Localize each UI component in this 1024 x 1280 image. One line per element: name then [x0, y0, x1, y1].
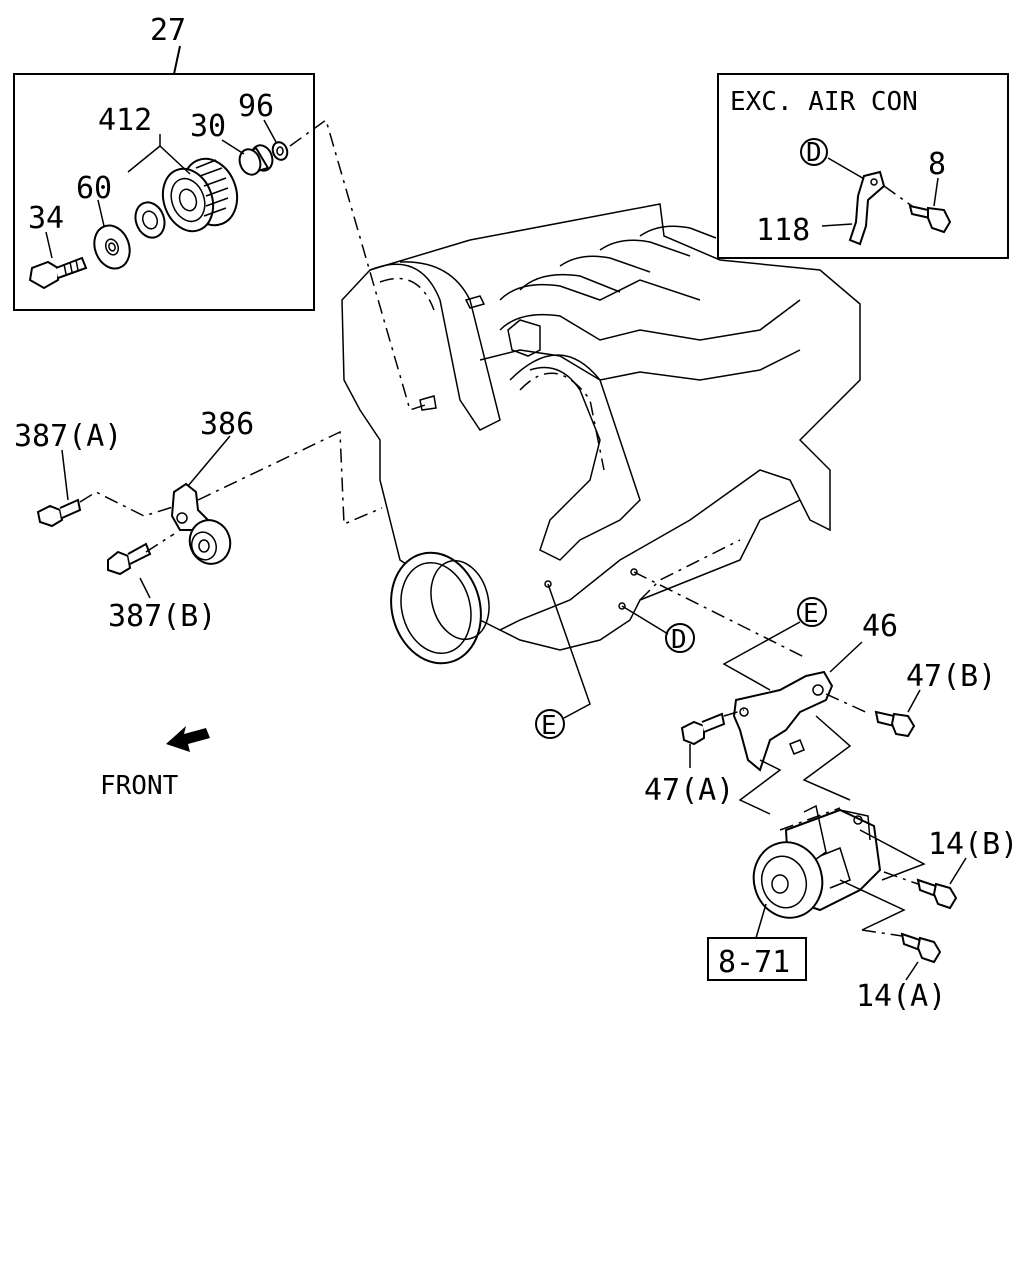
bolt-8-icon: [908, 204, 952, 234]
bolt-387a-icon: [36, 498, 82, 528]
pulley-assembly-inset: 27 34 60: [13, 13, 429, 411]
label-412: 412: [98, 103, 152, 138]
label-118: 118: [756, 213, 810, 248]
inset-frame-left: [13, 73, 315, 311]
ref-871-label: 8-71: [718, 945, 790, 980]
label-d-inset: D: [806, 138, 822, 168]
label-47b: 47(B): [906, 659, 996, 694]
compressor-bracket-group: E 46 47(B) 47(A): [633, 571, 996, 815]
front-arrow-icon: [166, 726, 210, 752]
inset-title: EXC. AIR CON: [730, 87, 918, 117]
label-14b: 14(B): [928, 827, 1018, 862]
inset-frame-right: [717, 73, 1009, 259]
idler-pulley-icon: [161, 157, 239, 233]
tensioner-386-group: 387(A) 386 387(B): [14, 407, 383, 634]
exc-air-con-inset: EXC. AIR CON D 118 8: [717, 73, 1009, 259]
ac-compressor-icon: [752, 804, 882, 919]
bracket-46-icon: [732, 670, 834, 772]
label-96: 96: [238, 89, 274, 124]
label-14a: 14(A): [856, 979, 946, 1014]
label-8: 8: [928, 147, 946, 182]
label-34: 34: [28, 201, 64, 236]
bearing-icon: [134, 201, 166, 239]
front-label: FRONT: [100, 771, 179, 801]
label-e-main: E: [541, 711, 557, 741]
label-47a: 47(A): [644, 773, 734, 808]
bracket-118-icon: [848, 170, 886, 246]
label-27: 27: [150, 13, 186, 48]
engine-block-drawing: [341, 203, 861, 665]
label-30: 30: [190, 109, 226, 144]
ref-871-frame: [707, 937, 807, 981]
washer-60-icon: [93, 224, 131, 270]
crank-pulley-icon: [390, 551, 490, 665]
bolt-34-icon: [28, 256, 88, 290]
bolt-14a-icon: [900, 932, 942, 964]
ac-compressor-group: 14(B) 14(A) 8-71: [707, 804, 1018, 1014]
bolt-14b-icon: [916, 878, 958, 910]
bolt-47b-icon: [874, 710, 916, 738]
label-d-main: D: [671, 625, 687, 655]
bolt-387b-icon: [107, 542, 152, 576]
label-387b: 387(B): [108, 599, 216, 634]
label-387a: 387(A): [14, 419, 122, 454]
label-e-right: E: [803, 599, 819, 629]
spacer-30-icon: [238, 144, 274, 176]
tensioner-bracket-icon: [170, 482, 232, 565]
bolt-47a-icon: [680, 712, 726, 746]
label-60: 60: [76, 171, 112, 206]
nut-96-icon: [271, 141, 289, 161]
label-46: 46: [862, 609, 898, 644]
label-386: 386: [200, 407, 254, 442]
